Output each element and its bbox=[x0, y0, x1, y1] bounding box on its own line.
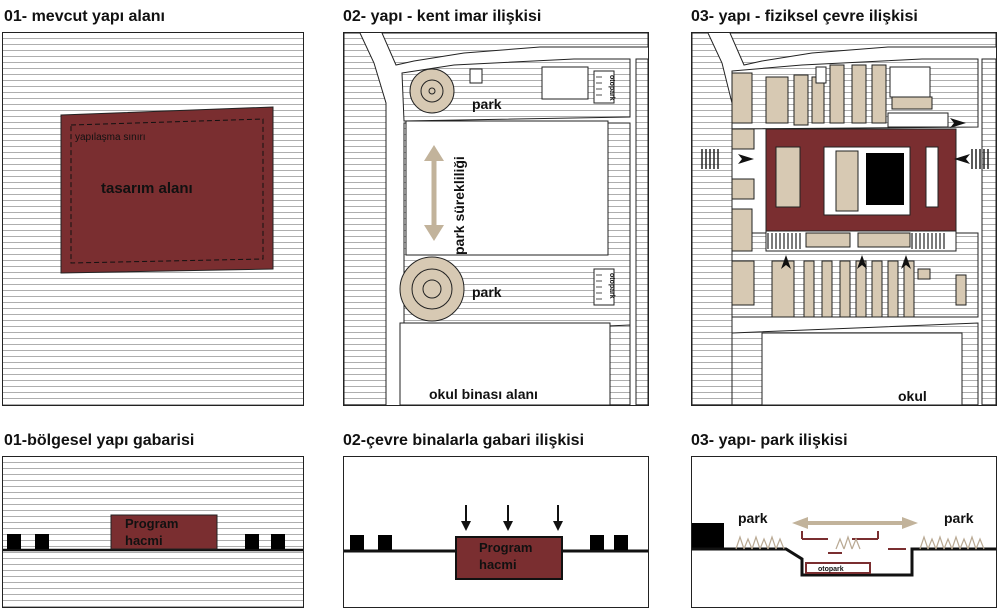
panel-title-1: 01- mevcut yapı alanı bbox=[4, 8, 165, 25]
neighbor-buildings bbox=[7, 534, 285, 549]
panel-physical-context: okul bbox=[691, 32, 997, 406]
design-area bbox=[60, 106, 274, 274]
section-elements bbox=[801, 531, 906, 554]
park-link-arrow bbox=[792, 517, 918, 529]
tree-group-right bbox=[919, 535, 985, 550]
parking-label-top: otopark bbox=[608, 75, 615, 101]
surrounding-buildings bbox=[731, 64, 967, 318]
panel-title-6: 03- yapı- park ilişkisi bbox=[691, 432, 848, 449]
school-building-area bbox=[399, 322, 611, 405]
school-label: okul bbox=[898, 388, 927, 404]
program-volume bbox=[455, 536, 563, 580]
tree-group-center bbox=[835, 535, 861, 550]
park-top bbox=[409, 68, 455, 114]
neighbor-buildings bbox=[350, 535, 628, 550]
park-continuity-area bbox=[405, 120, 609, 256]
parking-label-bottom: otopark bbox=[608, 273, 615, 299]
program-label-2: hacmi bbox=[479, 557, 517, 572]
park-label-bottom: park bbox=[472, 284, 502, 300]
main-building bbox=[765, 128, 957, 252]
building-limit-label: yapılaşma sınırı bbox=[75, 132, 146, 143]
park-label-right: park bbox=[944, 510, 974, 526]
height-limit-arrows bbox=[461, 505, 563, 531]
panel-park-relation: otopark park park bbox=[691, 456, 997, 608]
panel-existing-site: yapılaşma sınırı tasarım alanı bbox=[2, 32, 304, 406]
panel-regional-height: Program hacmi bbox=[2, 456, 304, 608]
park-bottom bbox=[399, 256, 465, 322]
park-label-left: park bbox=[738, 510, 768, 526]
panel-height-relation: Program hacmi bbox=[343, 456, 649, 608]
program-label-1: Program bbox=[125, 516, 178, 531]
building-limit bbox=[70, 118, 264, 264]
tree-group-left bbox=[735, 535, 785, 550]
park-continuity-arrow bbox=[424, 145, 444, 241]
parking-garage bbox=[805, 562, 871, 574]
panel-title-2: 02- yapı - kent imar ilişkisi bbox=[343, 8, 542, 25]
program-volume bbox=[110, 514, 218, 550]
panel-title-3: 03- yapı - fiziksel çevre ilişkisi bbox=[691, 8, 918, 25]
park-label-top: park bbox=[472, 96, 502, 112]
school-area-label: okul binası alanı bbox=[429, 386, 538, 402]
adjacent-building bbox=[692, 523, 724, 549]
parking-label: otopark bbox=[818, 566, 844, 573]
program-label-1: Program bbox=[479, 540, 532, 555]
panel-zoning: otopark otopark park park park süreklili… bbox=[343, 32, 649, 406]
panel-title-5: 02-çevre binalarla gabari ilişkisi bbox=[343, 432, 585, 449]
program-label-2: hacmi bbox=[125, 533, 163, 548]
park-continuity-label: park sürekliliği bbox=[451, 156, 467, 255]
school-block bbox=[761, 332, 963, 405]
panel-title-4: 01-bölgesel yapı gabarisi bbox=[4, 432, 195, 449]
design-area-label: tasarım alanı bbox=[101, 180, 193, 197]
entry-arrows bbox=[738, 118, 970, 269]
